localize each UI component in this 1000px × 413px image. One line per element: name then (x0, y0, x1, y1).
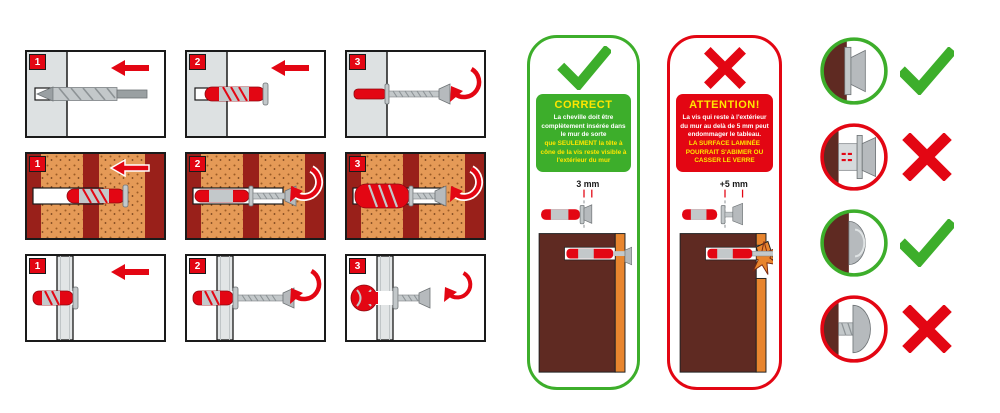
anchor-flush-icon (540, 204, 592, 225)
mounted-panel (614, 232, 625, 373)
rotate-arrow-icon (444, 271, 473, 302)
result-row-flush-correct (818, 34, 954, 108)
step-number-badge: 2 (189, 54, 206, 70)
push-arrow-icon (111, 264, 149, 280)
measurement-label: 3 mm (576, 179, 599, 189)
correct-title: CORRECT (554, 99, 613, 111)
step-panel-concrete-drill: 1 (25, 50, 166, 138)
step-panel-plasterboard-insert: 1 (25, 254, 166, 342)
anchor-icon (32, 286, 79, 310)
measurement-label: +5 mm (719, 179, 747, 189)
step-panel-concrete-insert: 2 (185, 50, 326, 138)
attention-title: ATTENTION! (689, 99, 760, 111)
panhead-protruding-detail-icon (820, 295, 888, 363)
panhead-flush-detail-icon (820, 209, 888, 277)
step-panel-plasterboard-folded: 3 (345, 254, 486, 342)
screw-icon (237, 287, 295, 309)
result-row-protruding-incorrect (818, 120, 954, 194)
step-number-badge: 1 (29, 258, 46, 274)
step-number-badge: 3 (349, 258, 366, 274)
attention-diagram: +5 mm (679, 179, 773, 373)
attention-panel: ATTENTION! La vis qui reste à l'extérieu… (667, 35, 782, 390)
step-number-badge: 1 (29, 54, 46, 70)
screw-icon (412, 185, 447, 207)
anchor-icon (66, 184, 129, 208)
x-icon (902, 133, 952, 181)
push-arrow-icon (271, 60, 309, 76)
attention-body-1: La vis qui reste à l'extérieur du mur au… (680, 114, 769, 139)
step-panel-brick-expanded: 3 (345, 152, 486, 240)
rotate-arrow-icon (290, 269, 322, 304)
protruding-anchor-detail-icon (820, 123, 888, 191)
push-arrow-icon (109, 158, 150, 178)
correct-panel: CORRECT La cheville doit être complèteme… (527, 35, 640, 390)
step-panel-brick-insert: 1 (25, 152, 166, 240)
steps-grid: 1 2 (25, 50, 486, 342)
step-panel-brick-screw: 2 (185, 152, 326, 240)
result-row-panhead-incorrect (818, 292, 954, 366)
x-icon (902, 305, 952, 353)
check-icon (900, 219, 954, 267)
wall-cross-section (538, 232, 625, 373)
attention-message: ATTENTION! La vis qui reste à l'extérieu… (676, 94, 773, 172)
check-icon (556, 46, 611, 90)
push-arrow-icon (111, 60, 149, 76)
dimension-ticks (582, 189, 592, 198)
attention-body-2: LA SURFACE LAMINÉE POURRAIT S'ABIMER OU … (685, 139, 764, 165)
drill-icon (36, 86, 148, 102)
embedded-anchor-protruding-icon (704, 246, 773, 261)
step-number-badge: 3 (349, 156, 366, 172)
correct-diagram: 3 mm (538, 179, 632, 373)
anchor-knot-icon (350, 284, 399, 312)
rotate-arrow-icon (450, 165, 484, 202)
result-row-panhead-correct (818, 206, 954, 280)
embedded-anchor-icon (563, 246, 632, 266)
rotate-arrow-icon (450, 67, 482, 102)
step-number-badge: 1 (29, 156, 46, 172)
screw-icon (397, 287, 431, 309)
flush-head-detail-icon (820, 37, 888, 105)
correct-message: CORRECT La cheville doit être complèteme… (536, 94, 631, 172)
anchor-icon (204, 82, 269, 106)
rotate-arrow-icon (290, 165, 324, 202)
x-icon (703, 47, 746, 89)
step-number-badge: 2 (189, 156, 206, 172)
correct-body-1: La cheville doit être complètement insér… (541, 114, 626, 139)
step-panel-plasterboard-screw: 2 (185, 254, 326, 342)
step-number-badge: 2 (189, 258, 206, 274)
results-column (818, 34, 954, 366)
drilled-hole (376, 291, 394, 305)
screw-icon (388, 83, 451, 105)
anchor-icon (192, 286, 239, 310)
dimension-ticks (723, 189, 743, 198)
anchor-icon (194, 185, 254, 207)
step-panel-concrete-screw: 3 (345, 50, 486, 138)
anchor-protruding-icon (681, 202, 743, 226)
anchor-expanded-icon (354, 183, 414, 209)
check-icon (900, 47, 954, 95)
step-number-badge: 3 (349, 54, 366, 70)
correct-body-2: que SEULEMENT la tête à cône de la vis r… (540, 139, 627, 165)
